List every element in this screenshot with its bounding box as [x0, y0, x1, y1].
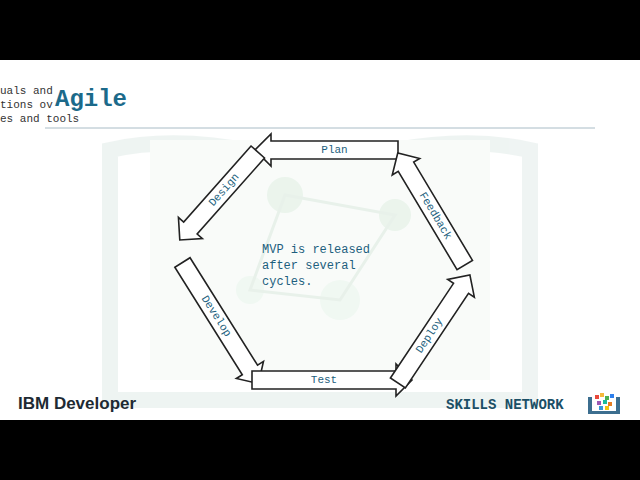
cut-off-text: es and tools [0, 112, 110, 126]
arrow-shape [168, 141, 270, 250]
stage-label: Test [252, 364, 396, 396]
arrow-shape [252, 364, 412, 396]
slide-title: Agile [55, 86, 127, 113]
arrow-shape [385, 266, 484, 392]
arrow-shape [384, 145, 478, 273]
brand-name: IBM Developer [18, 393, 178, 415]
center-note: MVP is released after several cycles. [262, 242, 390, 290]
slide-background [0, 60, 640, 420]
cycle-arrow: Test [252, 364, 412, 396]
title-rule [45, 128, 595, 129]
skills-network-logo [588, 393, 620, 414]
arrow-shape [255, 134, 398, 166]
faded-illustration [110, 140, 530, 400]
stage-label: Plan [271, 134, 398, 166]
brand-name: SKILLS NETWORK [446, 396, 586, 414]
cycle-arrow: Plan [255, 134, 398, 166]
